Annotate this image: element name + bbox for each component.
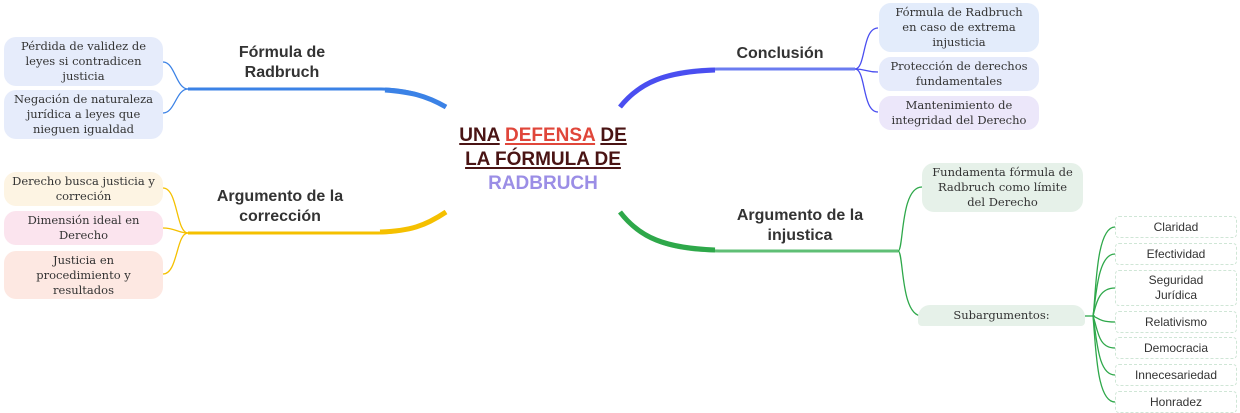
central-topic-line-2: LA FÓRMULA DE	[465, 149, 621, 170]
leaf-text: Claridad	[1153, 219, 1199, 234]
node-text: Derecho busca justicia y correción	[12, 174, 155, 203]
node-text: Dimensión ideal en Derecho	[27, 213, 140, 242]
leaf-honradez[interactable]: Honradez	[1115, 391, 1237, 413]
branch-label-line: Fórmula de	[238, 44, 326, 61]
node-text: Negación de naturaleza jurídica a leyes …	[13, 92, 154, 136]
leaf-text: Democracia	[1143, 340, 1209, 355]
branch-label-line: Argumento de la	[736, 207, 864, 224]
central-topic-line-1: UNA DEFENSA DE	[440, 124, 646, 148]
branch-formula-radbruch[interactable]: Fórmula de Radbruch	[212, 43, 352, 83]
branch-label-line: corrección	[239, 208, 321, 225]
leaf-claridad[interactable]: Claridad	[1115, 216, 1237, 238]
node-text: Protección de derechos fundamentales	[890, 59, 1028, 88]
leaf-text: Seguridad Jurídica	[1148, 273, 1204, 302]
title-word-una: UNA	[459, 125, 500, 146]
branch-conclusion[interactable]: Conclusión	[720, 44, 840, 64]
leaf-text: Innecesariedad	[1134, 367, 1218, 382]
title-word-defensa: DEFENSA	[504, 125, 596, 146]
node-text: Fórmula de Radbruch en caso de extrema i…	[895, 5, 1023, 49]
central-topic[interactable]: UNA DEFENSA DE LA FÓRMULA DE RADBRUCH	[440, 124, 646, 196]
node-perdida-validez[interactable]: Pérdida de validez de leyes si contradic…	[4, 37, 163, 86]
node-text: Mantenimiento de integridad del Derecho	[891, 98, 1027, 127]
leaf-text: Relativismo	[1144, 314, 1207, 329]
node-mantenimiento-integridad[interactable]: Mantenimiento de integridad del Derecho	[879, 96, 1039, 130]
branch-label-line: Conclusión	[736, 45, 824, 62]
leaf-seguridad-juridica[interactable]: Seguridad Jurídica	[1115, 270, 1237, 306]
node-text: Fundamenta fórmula de Radbruch como lími…	[932, 165, 1073, 209]
branch-label-line: Argumento de la	[216, 188, 344, 205]
node-formula-extrema-injusticia[interactable]: Fórmula de Radbruch en caso de extrema i…	[879, 3, 1039, 52]
leaf-text: Efectividad	[1146, 246, 1206, 261]
title-word-de: DE	[600, 125, 627, 146]
node-text: Pérdida de validez de leyes si contradic…	[20, 39, 147, 83]
leaf-text: Honradez	[1149, 394, 1203, 409]
node-dimension-ideal[interactable]: Dimensión ideal en Derecho	[4, 211, 163, 245]
node-text: Subargumentos:	[953, 308, 1050, 322]
node-derecho-busca-justicia[interactable]: Derecho busca justicia y correción	[4, 172, 163, 206]
leaf-efectividad[interactable]: Efectividad	[1115, 243, 1237, 265]
node-justicia-procedimiento[interactable]: Justicia en procedimiento y resultados	[4, 251, 163, 299]
leaf-relativismo[interactable]: Relativismo	[1115, 311, 1237, 333]
branch-label-line: Radbruch	[244, 64, 320, 81]
branch-argumento-injusticia[interactable]: Argumento de la injustica	[720, 206, 880, 246]
node-text: Justicia en procedimiento y resultados	[36, 252, 131, 297]
central-topic-line-3: RADBRUCH	[488, 173, 598, 194]
node-fundamenta-formula[interactable]: Fundamenta fórmula de Radbruch como lími…	[922, 163, 1083, 212]
leaf-democracia[interactable]: Democracia	[1115, 337, 1237, 359]
branch-label-line: injustica	[767, 227, 833, 244]
node-proteccion-derechos[interactable]: Protección de derechos fundamentales	[879, 57, 1039, 91]
branch-argumento-correccion[interactable]: Argumento de la corrección	[200, 187, 360, 227]
leaf-innecesariedad[interactable]: Innecesariedad	[1115, 364, 1237, 386]
node-negacion-naturaleza[interactable]: Negación de naturaleza jurídica a leyes …	[4, 90, 163, 139]
node-subargumentos[interactable]: Subargumentos:	[918, 305, 1085, 326]
